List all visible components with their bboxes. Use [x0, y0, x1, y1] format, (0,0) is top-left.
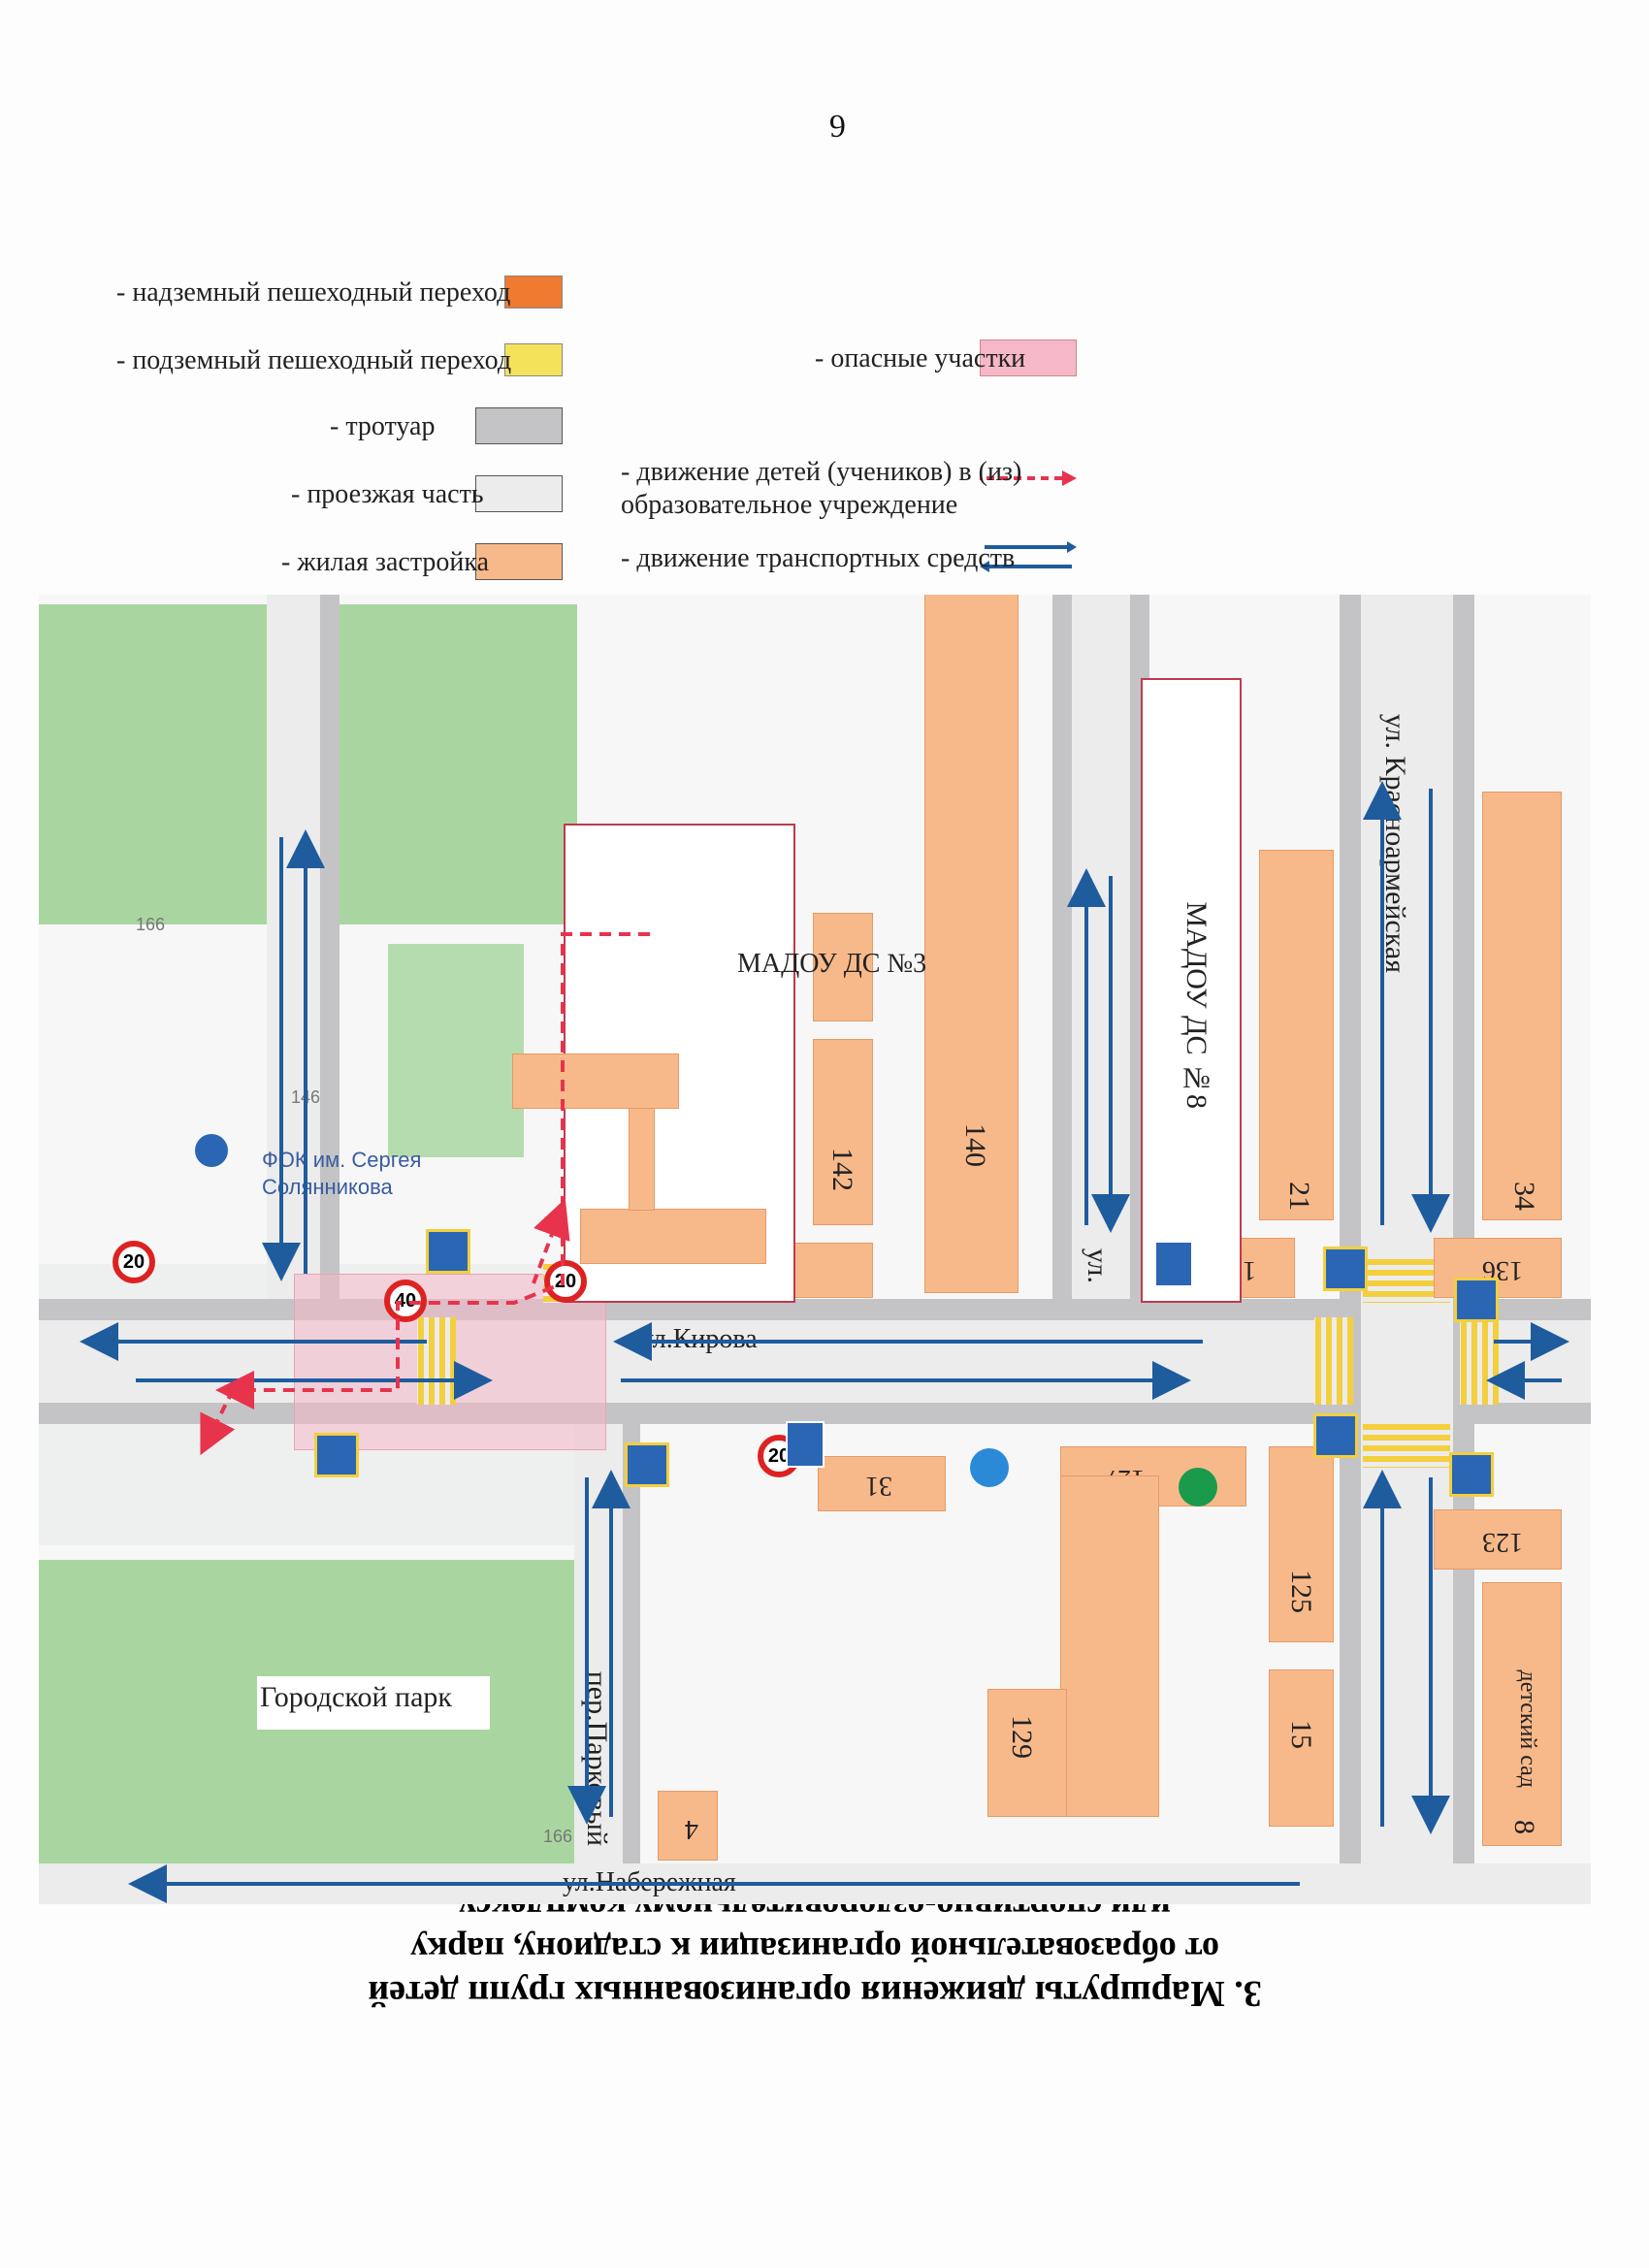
- legend-label-danger: - опасные участки: [815, 343, 1026, 373]
- legend-children-route-text: - движение детей (учеников) в (из) образ…: [621, 457, 1022, 520]
- children-route-to-park: [532, 1198, 570, 1284]
- document-title: 3. Маршруты движения организованных груп…: [330, 1886, 1300, 2016]
- legend-label-residential: - жилая застройка: [281, 547, 490, 577]
- title-line-2: от образовательной организации к стадион…: [410, 1930, 1219, 1969]
- legend-swatch-sidewalk: [475, 407, 563, 444]
- traffic-arrows-icon: [980, 541, 1077, 572]
- legend-label-traffic: - движение транспортных средств: [621, 543, 1016, 573]
- page-number: 6: [829, 108, 846, 144]
- children-route-arrow-icon: [980, 470, 1077, 486]
- legend-swatch-underground-crossing: [504, 343, 563, 376]
- children-route-branch: [200, 1389, 236, 1456]
- route-arrows-overlay: [80, 781, 1569, 1903]
- legend-label-sidewalk: - тротуар: [330, 411, 436, 441]
- legend-swatch-roadway: [475, 475, 563, 512]
- legend-label-roadway: - проезжая часть: [291, 479, 484, 509]
- legend-label-underground-crossing: - подземный пешеходный переход: [116, 345, 512, 375]
- legend-label-children-route: - движение детей (учеников) в (из) образ…: [621, 456, 1067, 522]
- title-line-1: 3. Маршруты движения организованных груп…: [368, 1973, 1262, 2014]
- children-route: [215, 932, 650, 1409]
- legend-label-overground-crossing: - надземный пешеходный переход: [116, 277, 511, 308]
- legend: - жилая застройка - проезжая часть - тро…: [58, 173, 1591, 580]
- legend-swatch-overground-crossing: [504, 275, 563, 308]
- map-area: 8 детский сад 123 15 125 127 129 31 4 13…: [39, 595, 1591, 1904]
